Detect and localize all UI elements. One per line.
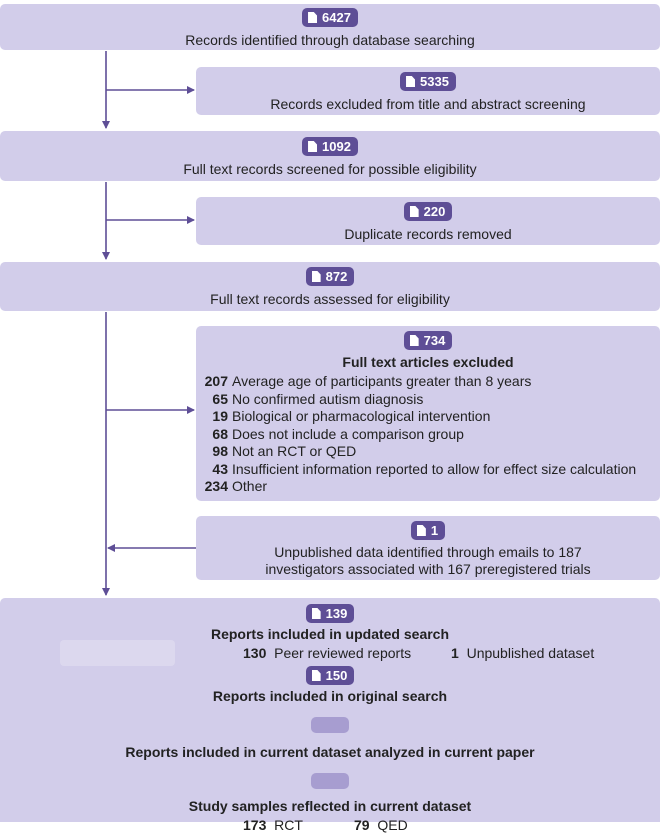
box-duplicates-removed: 220 Duplicate records removed <box>196 197 660 245</box>
document-icon <box>308 141 318 152</box>
document-icon <box>311 271 321 282</box>
study-samples-breakdown: 173 RCT 79 QED <box>243 817 408 833</box>
original-search-title: Reports included in original search <box>212 688 448 704</box>
box-unpublished-data: 1 Unpublished data identified through em… <box>196 516 660 580</box>
count-badge: 139 <box>305 604 355 623</box>
box-excluded-title-abstract: 5335 Records excluded from title and abs… <box>196 67 660 115</box>
box-label: Full text records assessed for eligibili… <box>210 291 450 307</box>
box-full-text-screened: 1092 Full text records screened for poss… <box>0 131 660 181</box>
study-samples-title: Study samples reflected in current datas… <box>188 798 472 814</box>
box-label-line-2: investigators associated with 167 prereg… <box>265 561 591 577</box>
count-badge: 1092 <box>302 137 358 156</box>
document-icon <box>311 608 321 619</box>
blank-count-badge <box>311 773 349 789</box>
updated-search-title: Reports included in updated search <box>210 626 450 642</box>
document-icon <box>409 335 419 346</box>
document-icon <box>308 12 318 23</box>
document-icon <box>409 206 419 217</box>
document-icon <box>406 76 416 87</box>
box-records-identified: 6427 Records identified through database… <box>0 4 660 50</box>
document-icon <box>416 525 426 536</box>
box-label-line-1: Unpublished data identified through emai… <box>274 544 582 560</box>
count-badge: 6427 <box>302 8 358 27</box>
blank-count-badge <box>311 717 349 733</box>
document-icon <box>311 670 321 681</box>
count-badge: 220 <box>403 202 453 221</box>
count-badge: 5335 <box>400 72 456 91</box>
box-title: Full text articles excluded <box>342 354 514 370</box>
updated-search-breakdown: 130 Peer reviewed reports 1 Unpublished … <box>243 645 595 661</box>
current-dataset-title: Reports included in current dataset anal… <box>125 744 535 760</box>
box-label: Full text records screened for possible … <box>183 161 477 177</box>
count-badge: 872 <box>305 267 355 286</box>
box-included-reports: 139 Reports included in updated search 1… <box>0 598 660 833</box>
faded-label-placeholder <box>60 640 175 666</box>
count-badge: 734 <box>403 331 453 350</box>
count-badge: 1 <box>410 521 446 540</box>
box-assessed-eligibility: 872 Full text records assessed for eligi… <box>0 262 660 311</box>
box-label: Records identified through database sear… <box>185 32 475 48</box>
count-badge: 150 <box>305 666 355 685</box>
box-label: Duplicate records removed <box>344 226 512 242</box>
box-label: Records excluded from title and abstract… <box>270 96 586 112</box>
